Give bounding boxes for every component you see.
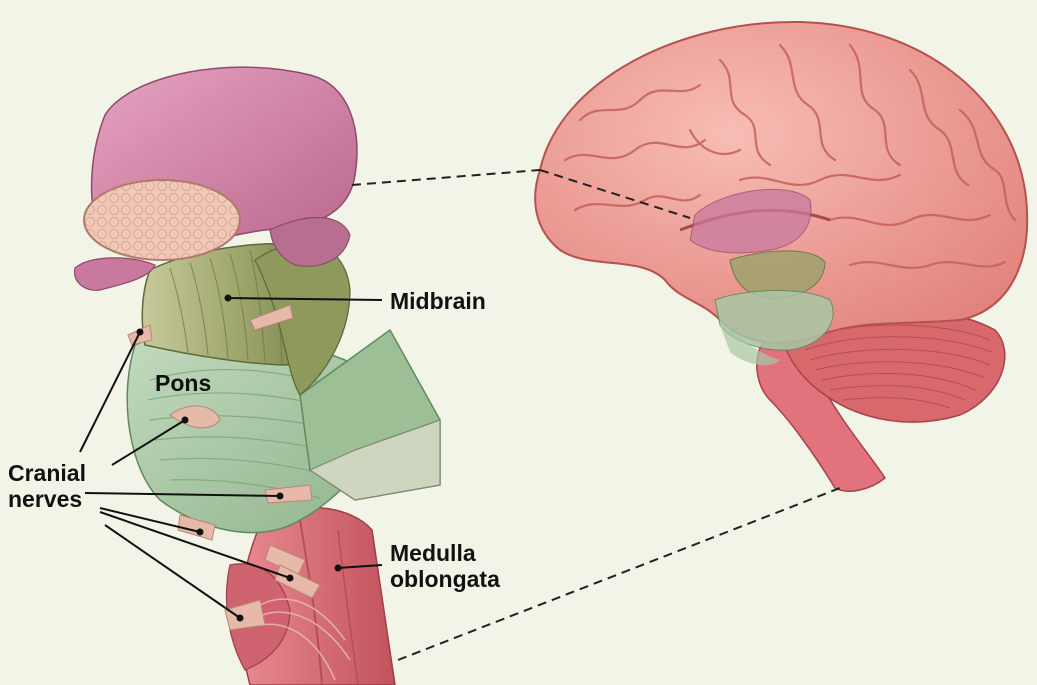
label-cranial-nerves: Cranial nerves [8, 460, 86, 512]
label-midbrain: Midbrain [390, 288, 486, 314]
label-cranial-line1: Cranial [8, 460, 86, 486]
leader-cranial-6 [105, 525, 240, 618]
label-medulla-oblongata: Medulla oblongata [390, 540, 500, 592]
brainstem-illustration [75, 67, 440, 685]
cut-surface [84, 180, 240, 260]
label-cranial-line2: nerves [8, 486, 86, 512]
label-medulla-line1: Medulla [390, 540, 500, 566]
label-pons-text: Pons [155, 370, 211, 396]
brain-illustration [535, 22, 1027, 491]
label-pons: Pons [155, 370, 211, 396]
label-midbrain-text: Midbrain [390, 288, 486, 314]
label-medulla-line2: oblongata [390, 566, 500, 592]
